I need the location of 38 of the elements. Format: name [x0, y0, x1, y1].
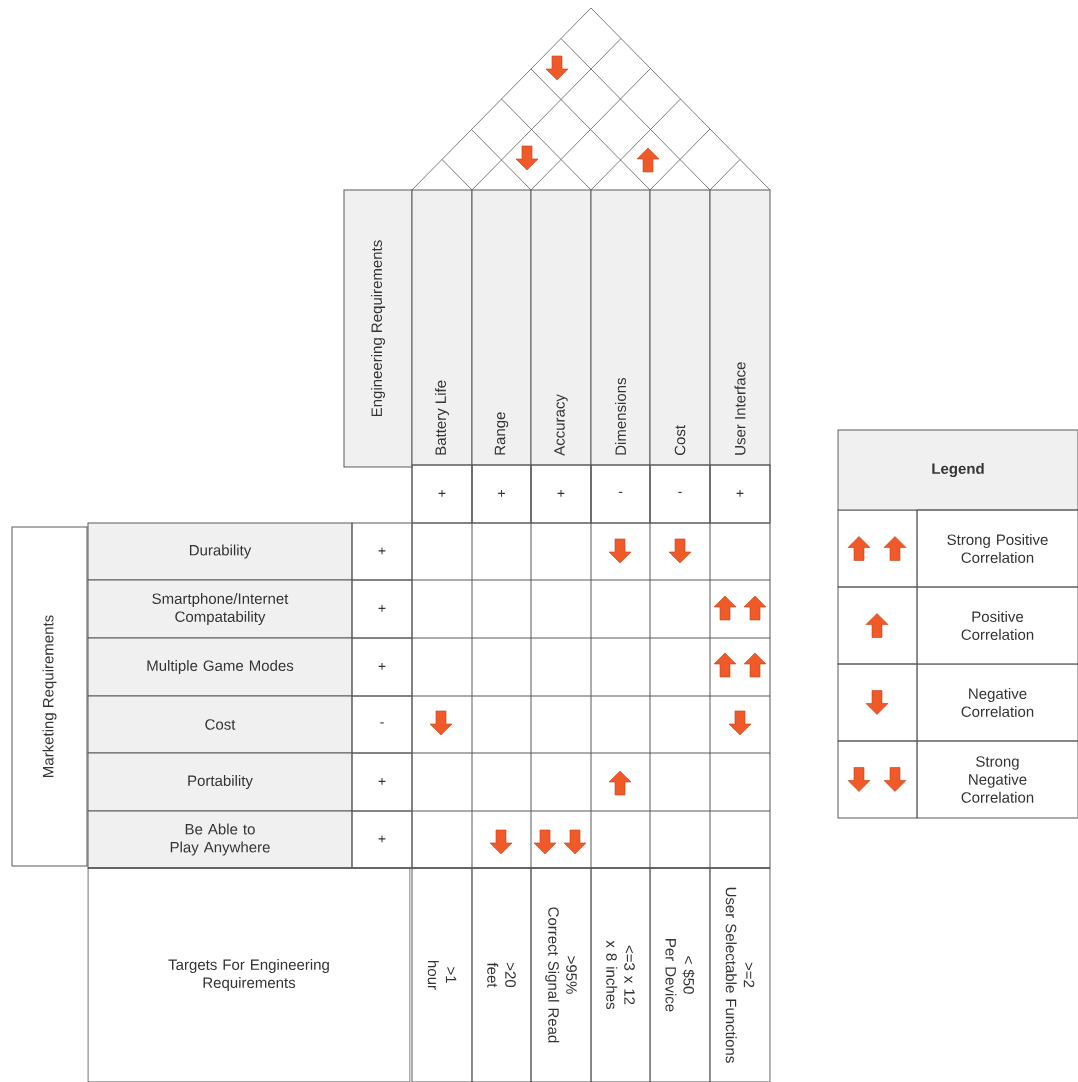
legend-text-cell: Negative Correlation [916, 663, 1078, 742]
table-cell: Legend [837, 429, 1078, 511]
table-cell: - [590, 464, 651, 524]
table-cell: Be Able to Play Anywhere [87, 810, 353, 869]
table-cell: Portability [87, 752, 353, 812]
table-cell: Multiple Game Modes [87, 637, 353, 697]
table-cell: < $50 Per Device [649, 867, 711, 1082]
table-cell: Marketing Requirements [11, 526, 88, 867]
legend-text-cell: Strong Negative Correlation [916, 740, 1078, 819]
table-cell: Targets For Engineering Requirements [87, 867, 411, 1082]
table-cell: Cost [649, 189, 711, 466]
table-cell: >95% Correct Signal Read [530, 867, 592, 1082]
legend-text-cell: Strong Positive Correlation [916, 509, 1078, 588]
table-cell: + [351, 579, 413, 639]
table-cell: Smartphone/Internet Compatability [87, 579, 353, 639]
table-cell: + [351, 752, 413, 812]
legend-text-cell: Positive Correlation [916, 586, 1078, 665]
table-cell: + [530, 464, 592, 524]
table-cell: <=3 x 12 x 8 inches [590, 867, 651, 1082]
table-cell: Dimensions [590, 189, 651, 466]
table-cell: >20 feet [471, 867, 532, 1082]
table-cell: + [709, 464, 771, 524]
table-cell: - [351, 695, 413, 754]
table-cell: Accuracy [530, 189, 592, 466]
table-cell: >=2 User Selectable Functions [709, 867, 771, 1082]
table-cell: Durability [87, 522, 353, 581]
table-cell: - [649, 464, 711, 524]
table-cell: + [351, 522, 413, 581]
table-cell: Engineering Requirements [343, 189, 413, 468]
table-cell: + [351, 637, 413, 697]
table-cell: + [351, 810, 413, 869]
table-cell: + [411, 464, 473, 524]
table-cell: User Interface [709, 189, 771, 466]
table-cell: >1 hour [411, 867, 473, 1082]
table-cell: Cost [87, 695, 353, 754]
table-cell: + [471, 464, 532, 524]
table-cell: Range [471, 189, 532, 466]
table-cell: Battery Life [411, 189, 473, 466]
